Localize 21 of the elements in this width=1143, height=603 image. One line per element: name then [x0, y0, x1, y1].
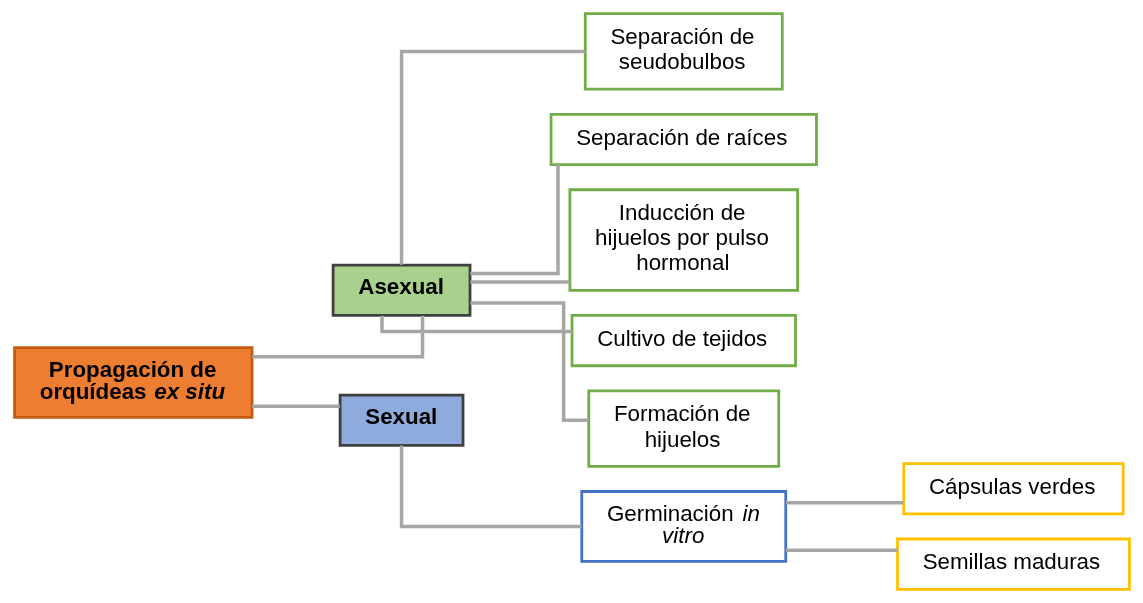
connector [399, 445, 581, 529]
node-box: Germinación in vitro [579, 490, 787, 563]
node-box: Inducción de hijuelos por pulso hormonal [568, 188, 799, 292]
node-box: Cápsulas verdes [901, 462, 1125, 516]
node-box: Separación de seudobulbos [583, 12, 784, 91]
node-box: Semillas maduras [895, 537, 1131, 591]
node-box: Formación de hijuelos [586, 389, 780, 468]
connector [785, 500, 903, 505]
connector [469, 164, 560, 276]
node-box: Cultivo de tejidos [570, 314, 797, 368]
connector [469, 280, 570, 284]
connector [251, 404, 340, 409]
node-box: Sexual [338, 393, 464, 447]
connector [379, 315, 572, 334]
node-box: Propagación de orquídeas ex situ [12, 346, 253, 419]
node-box: Separación de raíces [549, 112, 818, 166]
connector [399, 49, 585, 265]
node-box: Asexual [331, 263, 471, 317]
connector [469, 301, 588, 422]
connector [251, 315, 424, 359]
connector [785, 548, 897, 552]
